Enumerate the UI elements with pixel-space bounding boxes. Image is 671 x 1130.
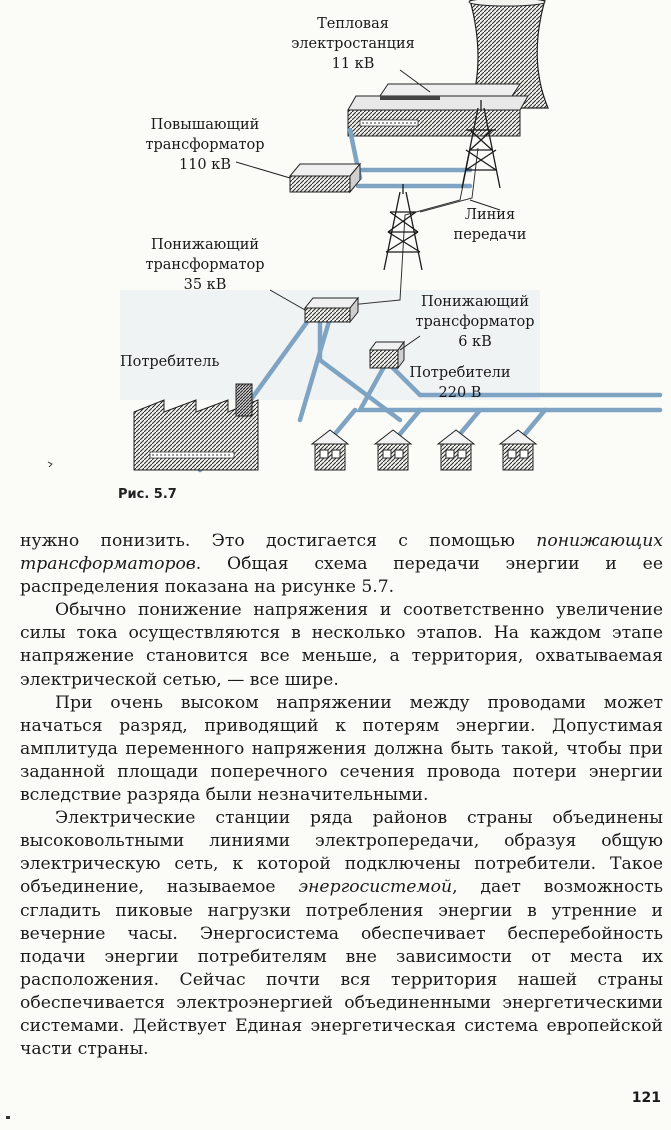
step-down-transformer-6-illustration	[369, 340, 405, 370]
figure-illustration	[47, 0, 663, 473]
text-run: Обычно понижение напряжения и соответств…	[20, 600, 663, 690]
corner-mark	[6, 1116, 10, 1119]
paragraph: нужно понизить. Это достигается с помощь…	[20, 530, 663, 599]
label-line: Потребитель	[120, 354, 220, 370]
label-line: передачи	[453, 227, 527, 243]
label-step-up-transformer: Повышающий трансформатор 110 кВ	[130, 115, 280, 175]
figure-caption: Рис. 5.7	[118, 487, 177, 502]
leader-lines	[235, 69, 501, 351]
label-line: Потребители	[409, 365, 511, 381]
label-power-plant: Тепловая электростанция 11 кВ	[278, 14, 428, 74]
label-line: трансформатор	[145, 137, 265, 153]
italic-term: понижающих трансформаторов	[20, 531, 663, 575]
transmission-tower-icon	[383, 100, 501, 271]
label-line: Повышающий	[150, 117, 260, 133]
label-step-down-transformer-35: Понижающий трансформатор 35 кВ	[130, 235, 280, 295]
houses-illustration	[310, 429, 538, 471]
paragraph: Электрические станции ряда районов стран…	[20, 807, 663, 1061]
paragraph: При очень высоком напряжении между прово…	[20, 692, 663, 807]
label-transmission-line: Линия передачи	[440, 205, 540, 245]
label-line: 35 кВ	[183, 277, 227, 293]
label-line: трансформатор	[415, 314, 535, 330]
step-down-transformer-35-illustration	[303, 296, 360, 324]
label-line: Понижающий	[150, 237, 260, 253]
label-consumers-220: Потребители 220 В	[405, 363, 515, 403]
label-line: 220 В	[438, 385, 482, 401]
label-line: трансформатор	[145, 257, 265, 273]
label-line: 110 кВ	[178, 157, 231, 173]
text-run: При очень высоком напряжении между прово…	[20, 692, 663, 806]
power-distribution-figure: Тепловая электростанция 11 кВ Повышающий…	[0, 0, 671, 520]
label-line: электростанция	[291, 36, 415, 52]
label-line: 11 кВ	[331, 56, 375, 72]
text-run: . Общая схема передачи энергии и ее расп…	[20, 554, 663, 598]
factory-illustration	[133, 383, 259, 471]
text-run: Электрические станции ряда районов стран…	[20, 808, 663, 898]
body-text: нужно понизить. Это достигается с помощь…	[20, 530, 663, 1061]
text-run: нужно понизить. Это достигается с помощь…	[20, 531, 537, 551]
paragraph: Обычно понижение напряжения и соответств…	[20, 599, 663, 691]
stray-mark	[47, 461, 53, 468]
label-consumer: Потребитель	[120, 352, 219, 372]
label-line: 6 кВ	[458, 334, 492, 350]
power-cables	[197, 127, 663, 473]
cooling-tower-illustration	[468, 0, 549, 109]
page-number: 121	[631, 1090, 661, 1106]
label-line: Тепловая	[317, 16, 389, 32]
label-line: Линия	[464, 207, 516, 223]
label-step-down-transformer-6: Понижающий трансформатор 6 кВ	[400, 292, 550, 352]
italic-term: энергосистемой	[298, 877, 453, 898]
power-plant-illustration	[347, 83, 529, 137]
text-run: , дает возможность сгладить пиковые нагр…	[20, 877, 663, 1060]
label-line: Понижающий	[420, 294, 530, 310]
step-up-transformer-illustration	[288, 162, 362, 194]
